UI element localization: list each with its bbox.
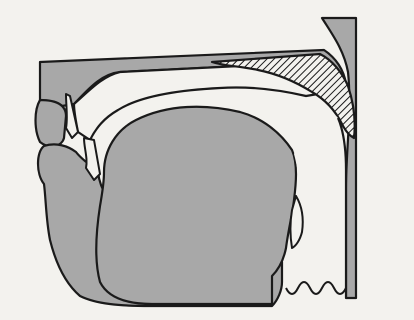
tongue <box>96 107 296 304</box>
upper-lip <box>36 100 67 146</box>
